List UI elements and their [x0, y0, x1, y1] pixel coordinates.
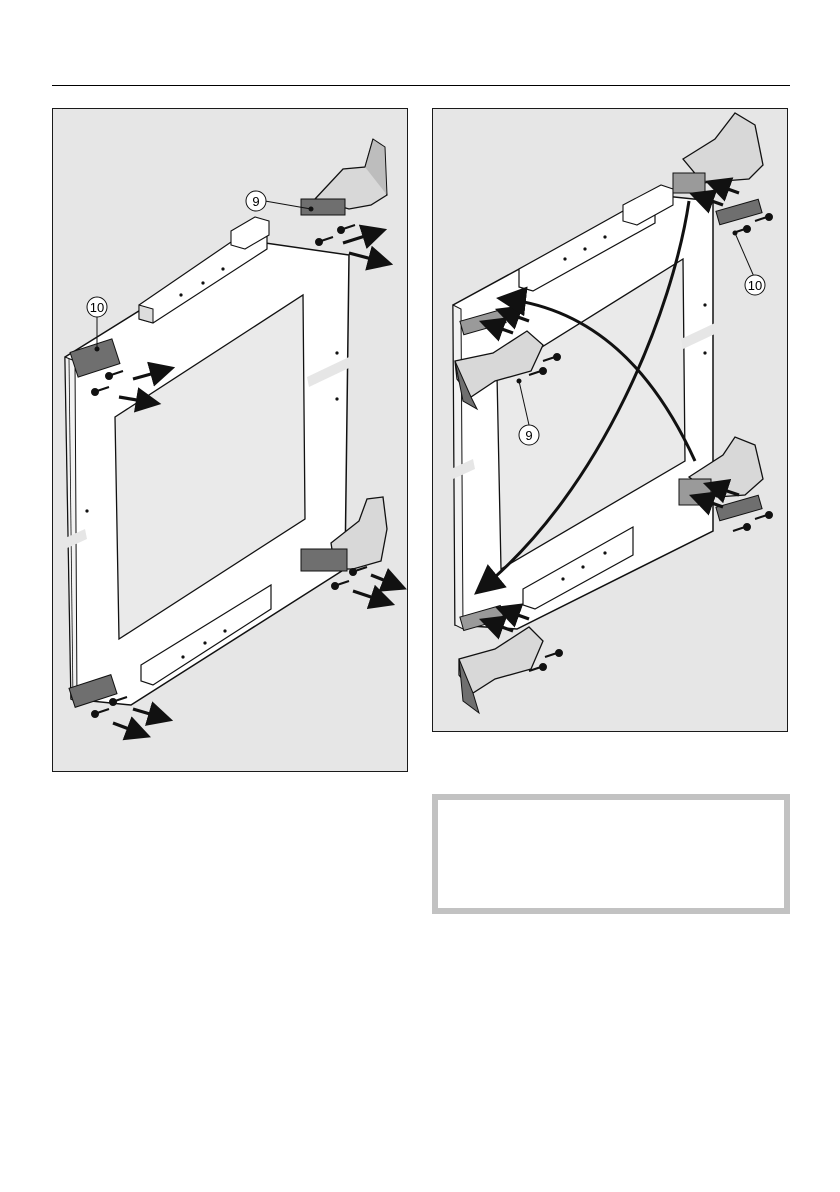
svg-text:10: 10 — [90, 300, 104, 315]
header-rule — [52, 85, 790, 86]
door-illustration-right: 10 9 — [433, 109, 787, 731]
figure-remove-hinges: 9 10 — [52, 108, 408, 772]
svg-text:9: 9 — [252, 194, 259, 209]
door-panel-icon — [63, 217, 351, 705]
svg-text:10: 10 — [748, 278, 762, 293]
callout-10: 10 — [733, 231, 766, 296]
door-panel-icon — [451, 185, 717, 629]
figure-swap-hinges: 10 9 — [432, 108, 788, 732]
door-illustration-left: 9 10 — [53, 109, 407, 771]
svg-text:9: 9 — [525, 428, 532, 443]
bracket-icon — [716, 495, 762, 521]
hinge-icon — [301, 139, 387, 215]
note-box — [432, 794, 790, 914]
hinge-icon — [673, 113, 763, 193]
